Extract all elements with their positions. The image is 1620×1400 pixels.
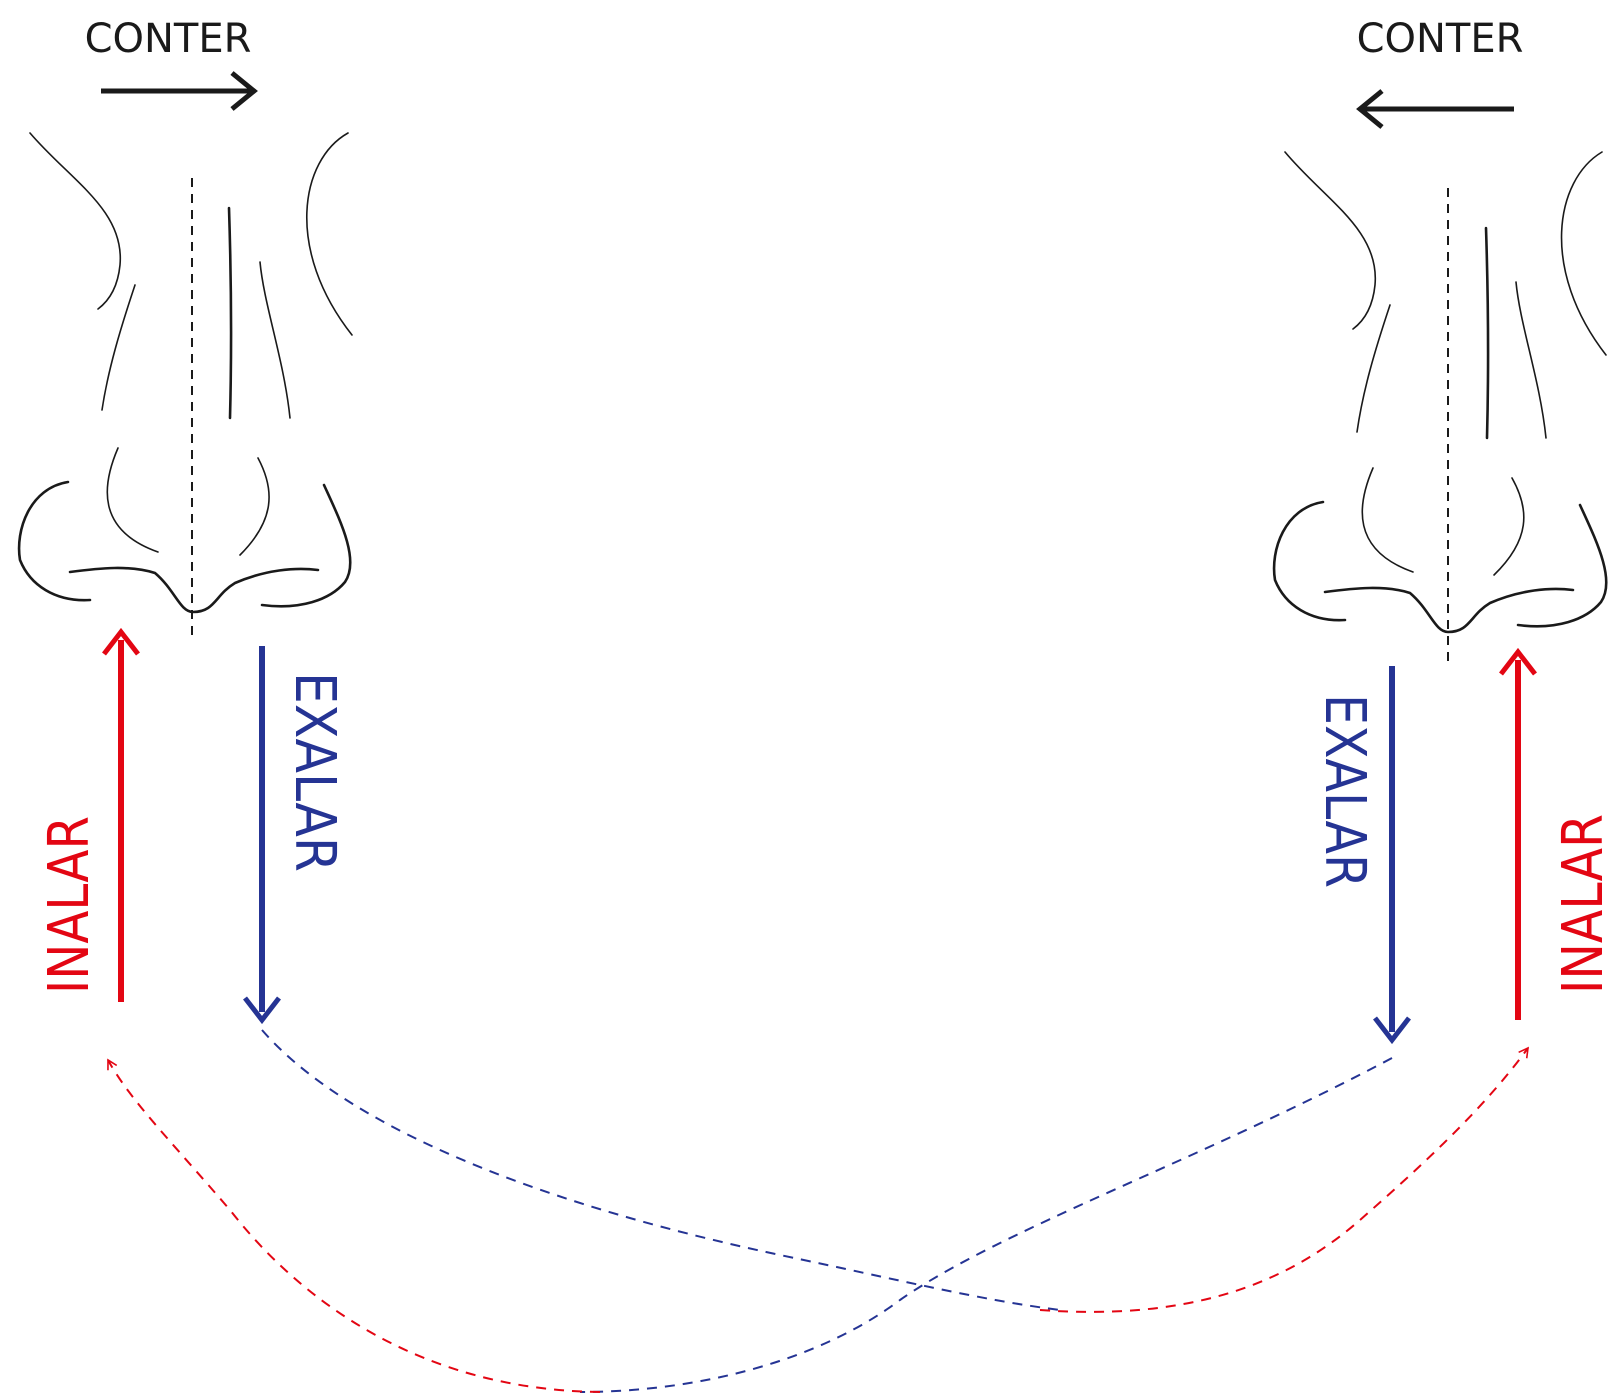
left-exhale-label: EXALAR: [282, 672, 347, 872]
exhale-flow-right-to-left: [579, 1057, 1393, 1393]
left-nose-drawing: CONTER: [17, 16, 353, 640]
right-inhale-label: INALAR: [1551, 814, 1616, 994]
right-inhale-arrow: [1499, 647, 1537, 1020]
left-inhale-label: INALAR: [37, 816, 102, 994]
left-inhale-arrow: [102, 627, 140, 1002]
inhale-flow-to-left: [107, 1058, 601, 1393]
inhale-flow-to-right: [1039, 1046, 1529, 1313]
right-nose-drawing: CONTER: [1272, 16, 1608, 664]
arrow-left-icon: [1356, 89, 1514, 129]
right-conter-label: CONTER: [1357, 16, 1524, 62]
left-exhale-arrow: [243, 646, 281, 1025]
right-exhale-label: EXALAR: [1312, 694, 1377, 888]
right-exhale-arrow: [1373, 666, 1411, 1045]
exhale-flow-left-to-right: [261, 1029, 1061, 1311]
arrow-right-icon: [101, 71, 258, 111]
left-conter-label: CONTER: [85, 16, 252, 62]
